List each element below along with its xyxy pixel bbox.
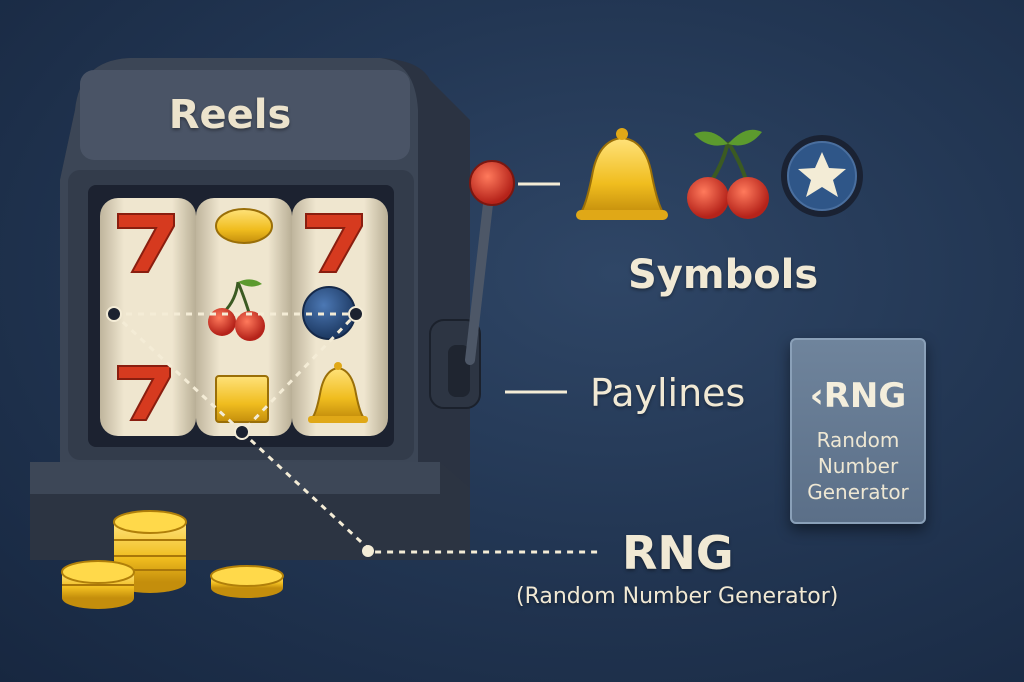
seven-icon [117, 365, 171, 421]
lever-knob [469, 160, 515, 206]
rng-label: RNG [622, 526, 734, 580]
rng-card-line: Random [816, 428, 900, 452]
reels-header-panel [80, 70, 410, 160]
gold-coin-icon [215, 208, 273, 244]
lever [429, 160, 515, 409]
rng-card-line: Number [817, 454, 899, 478]
payline-node [106, 306, 122, 322]
seven-icon [117, 213, 175, 273]
bell-icon [308, 362, 368, 423]
rng-card-line: Generator [807, 480, 909, 504]
rng-card: ‹RNG Random Number Generator [790, 338, 926, 524]
rng-card-title: ‹RNG [809, 376, 907, 416]
cherries-icon [687, 129, 769, 219]
gold-square-icon [215, 375, 269, 423]
reels-label: Reels [168, 92, 292, 138]
paylines-label: Paylines [590, 371, 746, 415]
coin-stack [61, 560, 135, 609]
payline-node [348, 306, 364, 322]
payline-lines [112, 312, 600, 554]
payline-node [234, 424, 250, 440]
rng-subtitle: (Random Number Generator) [516, 584, 839, 609]
symbols-label: Symbols [628, 252, 819, 298]
seven-icon [305, 213, 363, 273]
bell-icon [576, 128, 668, 220]
gold-coin-icon [210, 565, 284, 598]
payline-node [362, 545, 374, 557]
star-icon [781, 135, 863, 217]
